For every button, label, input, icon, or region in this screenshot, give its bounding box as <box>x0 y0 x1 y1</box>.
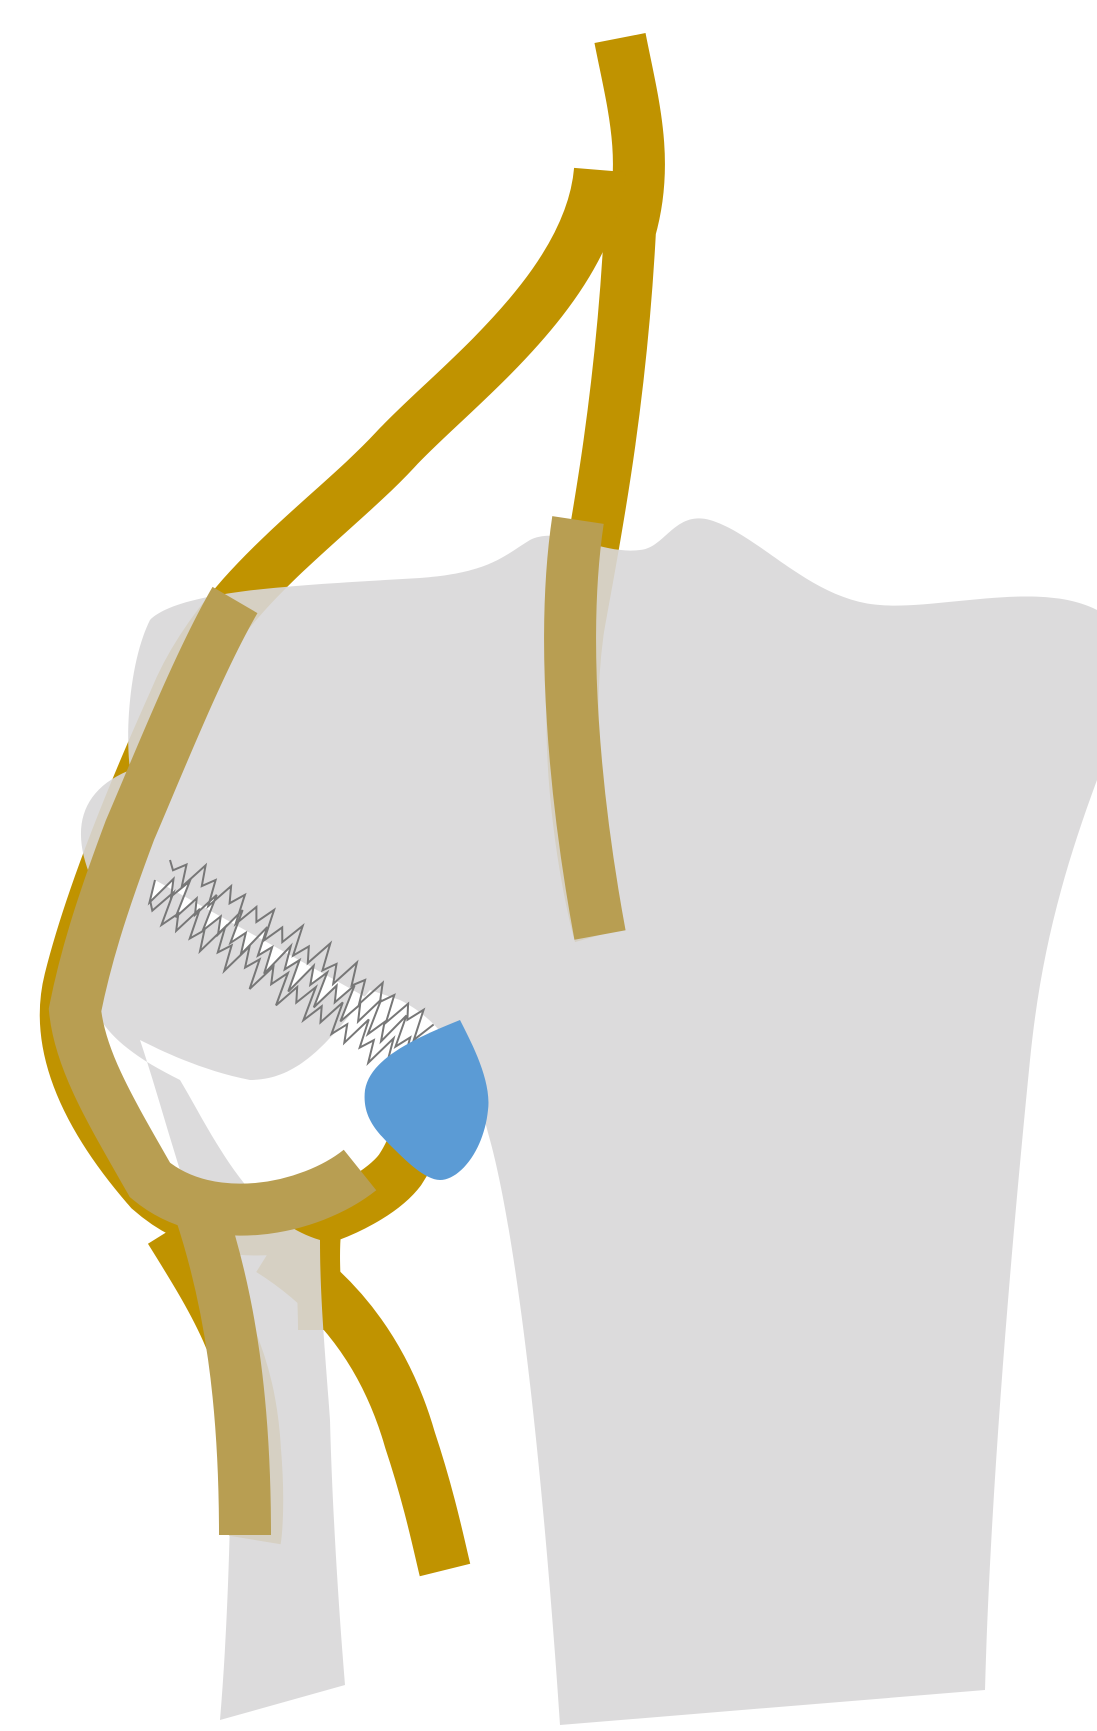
nerve-trunk-overlay <box>570 520 600 935</box>
nerve-lower-overlay <box>200 1210 245 1535</box>
